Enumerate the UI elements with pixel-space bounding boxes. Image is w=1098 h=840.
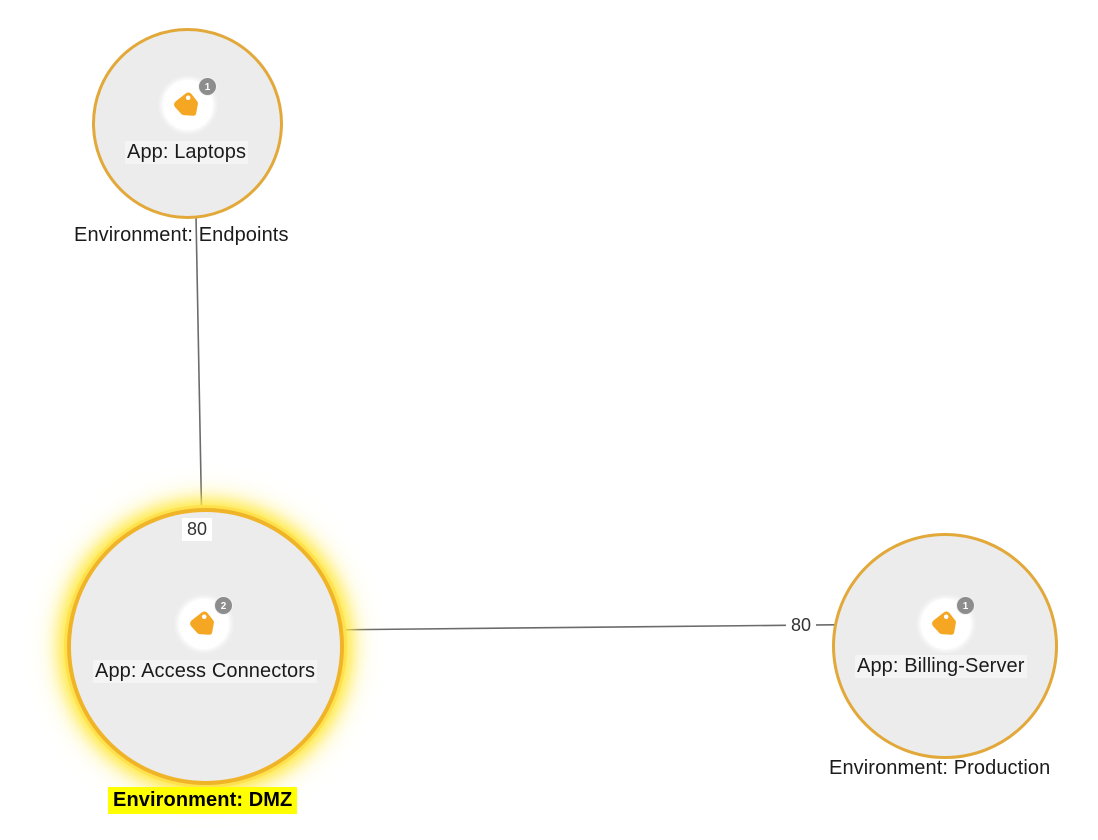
app-badge-count: 2 (214, 596, 233, 615)
app-node-billing-server[interactable]: 1 (919, 596, 975, 651)
app-caption-billing-server: App: Billing-Server (855, 655, 1027, 678)
edge-label-laptops-to-connectors: 80 (182, 518, 213, 541)
tag-icon (174, 92, 198, 116)
tag-icon (932, 611, 956, 635)
app-badge-count: 1 (198, 77, 217, 96)
environment-group-dmz[interactable] (67, 508, 344, 785)
app-badge-count: 1 (956, 596, 975, 615)
environment-caption-dmz: Environment: DMZ (108, 787, 298, 814)
environment-caption-endpoints: Environment: Endpoints (74, 224, 289, 246)
tag-icon (190, 611, 214, 635)
app-node-access-connectors[interactable]: 2 (177, 596, 233, 651)
app-caption-laptops: App: Laptops (125, 141, 249, 164)
app-node-laptops[interactable]: 1 (161, 77, 217, 132)
edge-label-connectors-to-billing: 80 (786, 614, 817, 637)
app-caption-access-connectors: App: Access Connectors (93, 660, 318, 683)
environment-caption-production: Environment: Production (829, 757, 1051, 779)
